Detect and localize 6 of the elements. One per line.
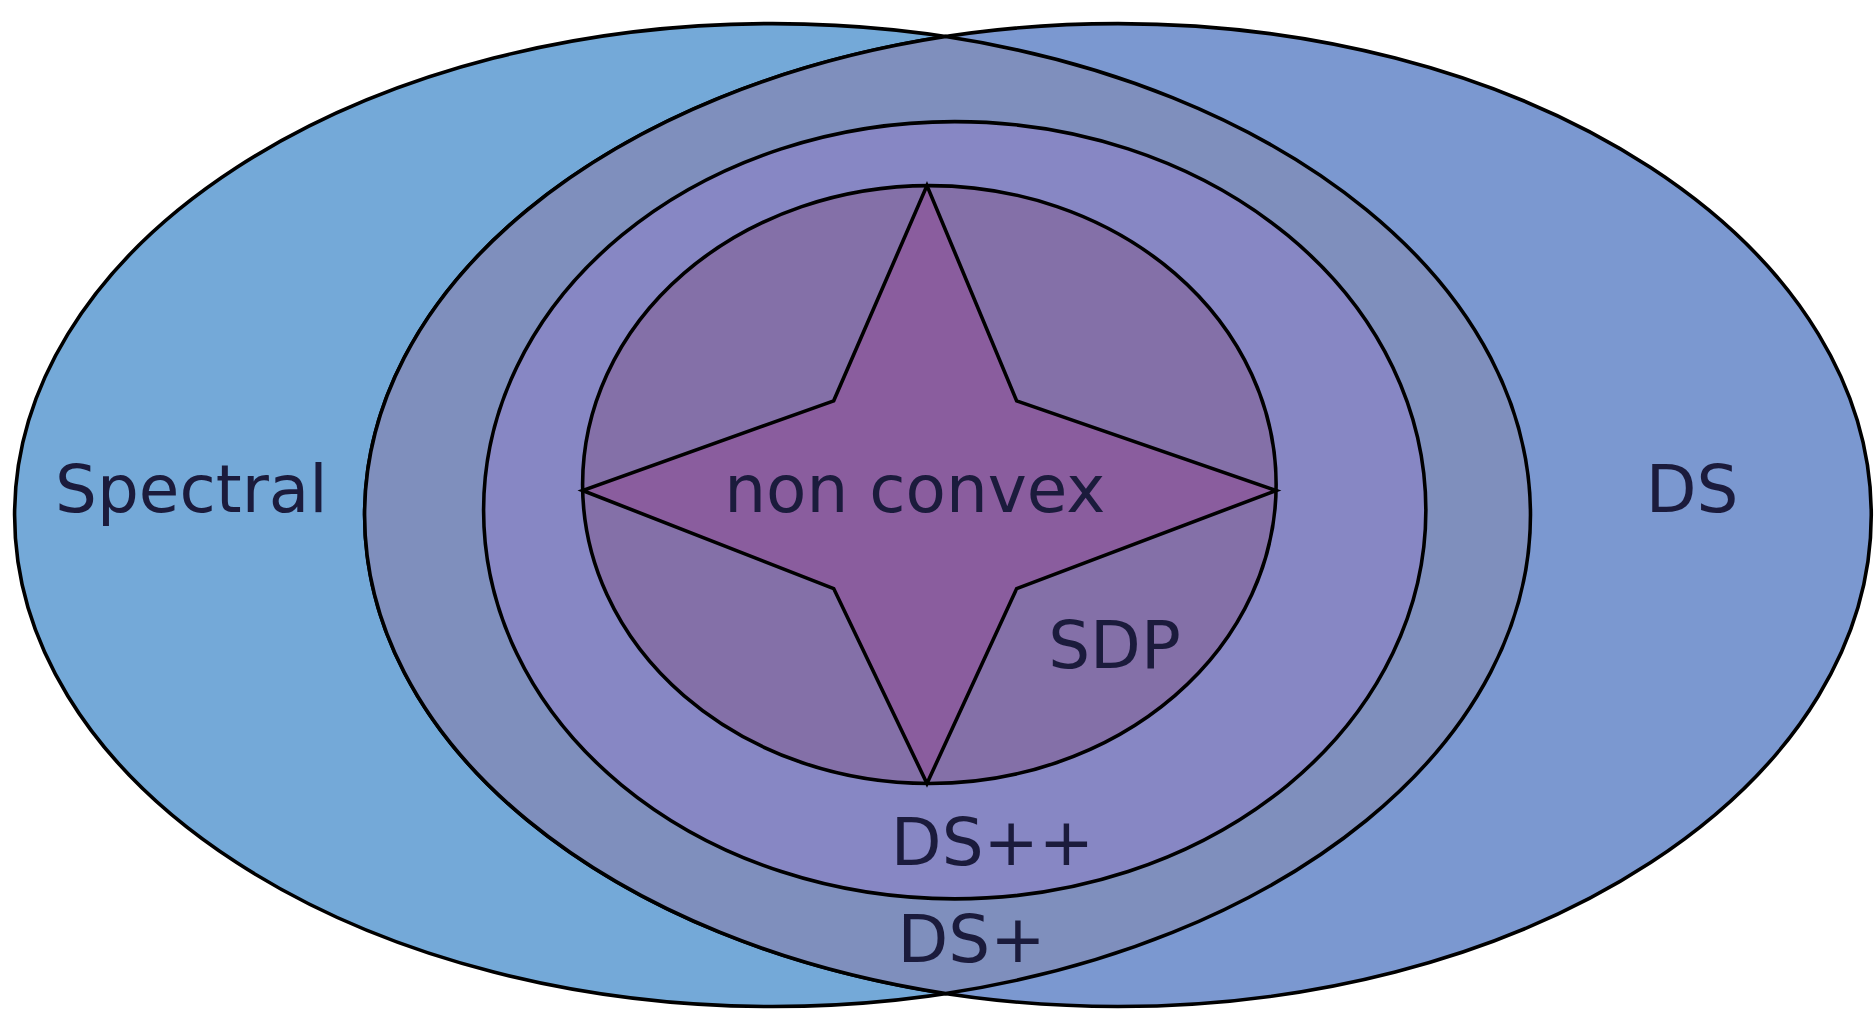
region-label: Spectral bbox=[55, 457, 328, 524]
region-label: DS++ bbox=[890, 810, 1095, 876]
region-label: non convex bbox=[724, 457, 1106, 524]
region-label: SDP bbox=[1048, 612, 1181, 679]
region-label: DS bbox=[1645, 457, 1739, 524]
region-label: DS+ bbox=[897, 906, 1046, 973]
